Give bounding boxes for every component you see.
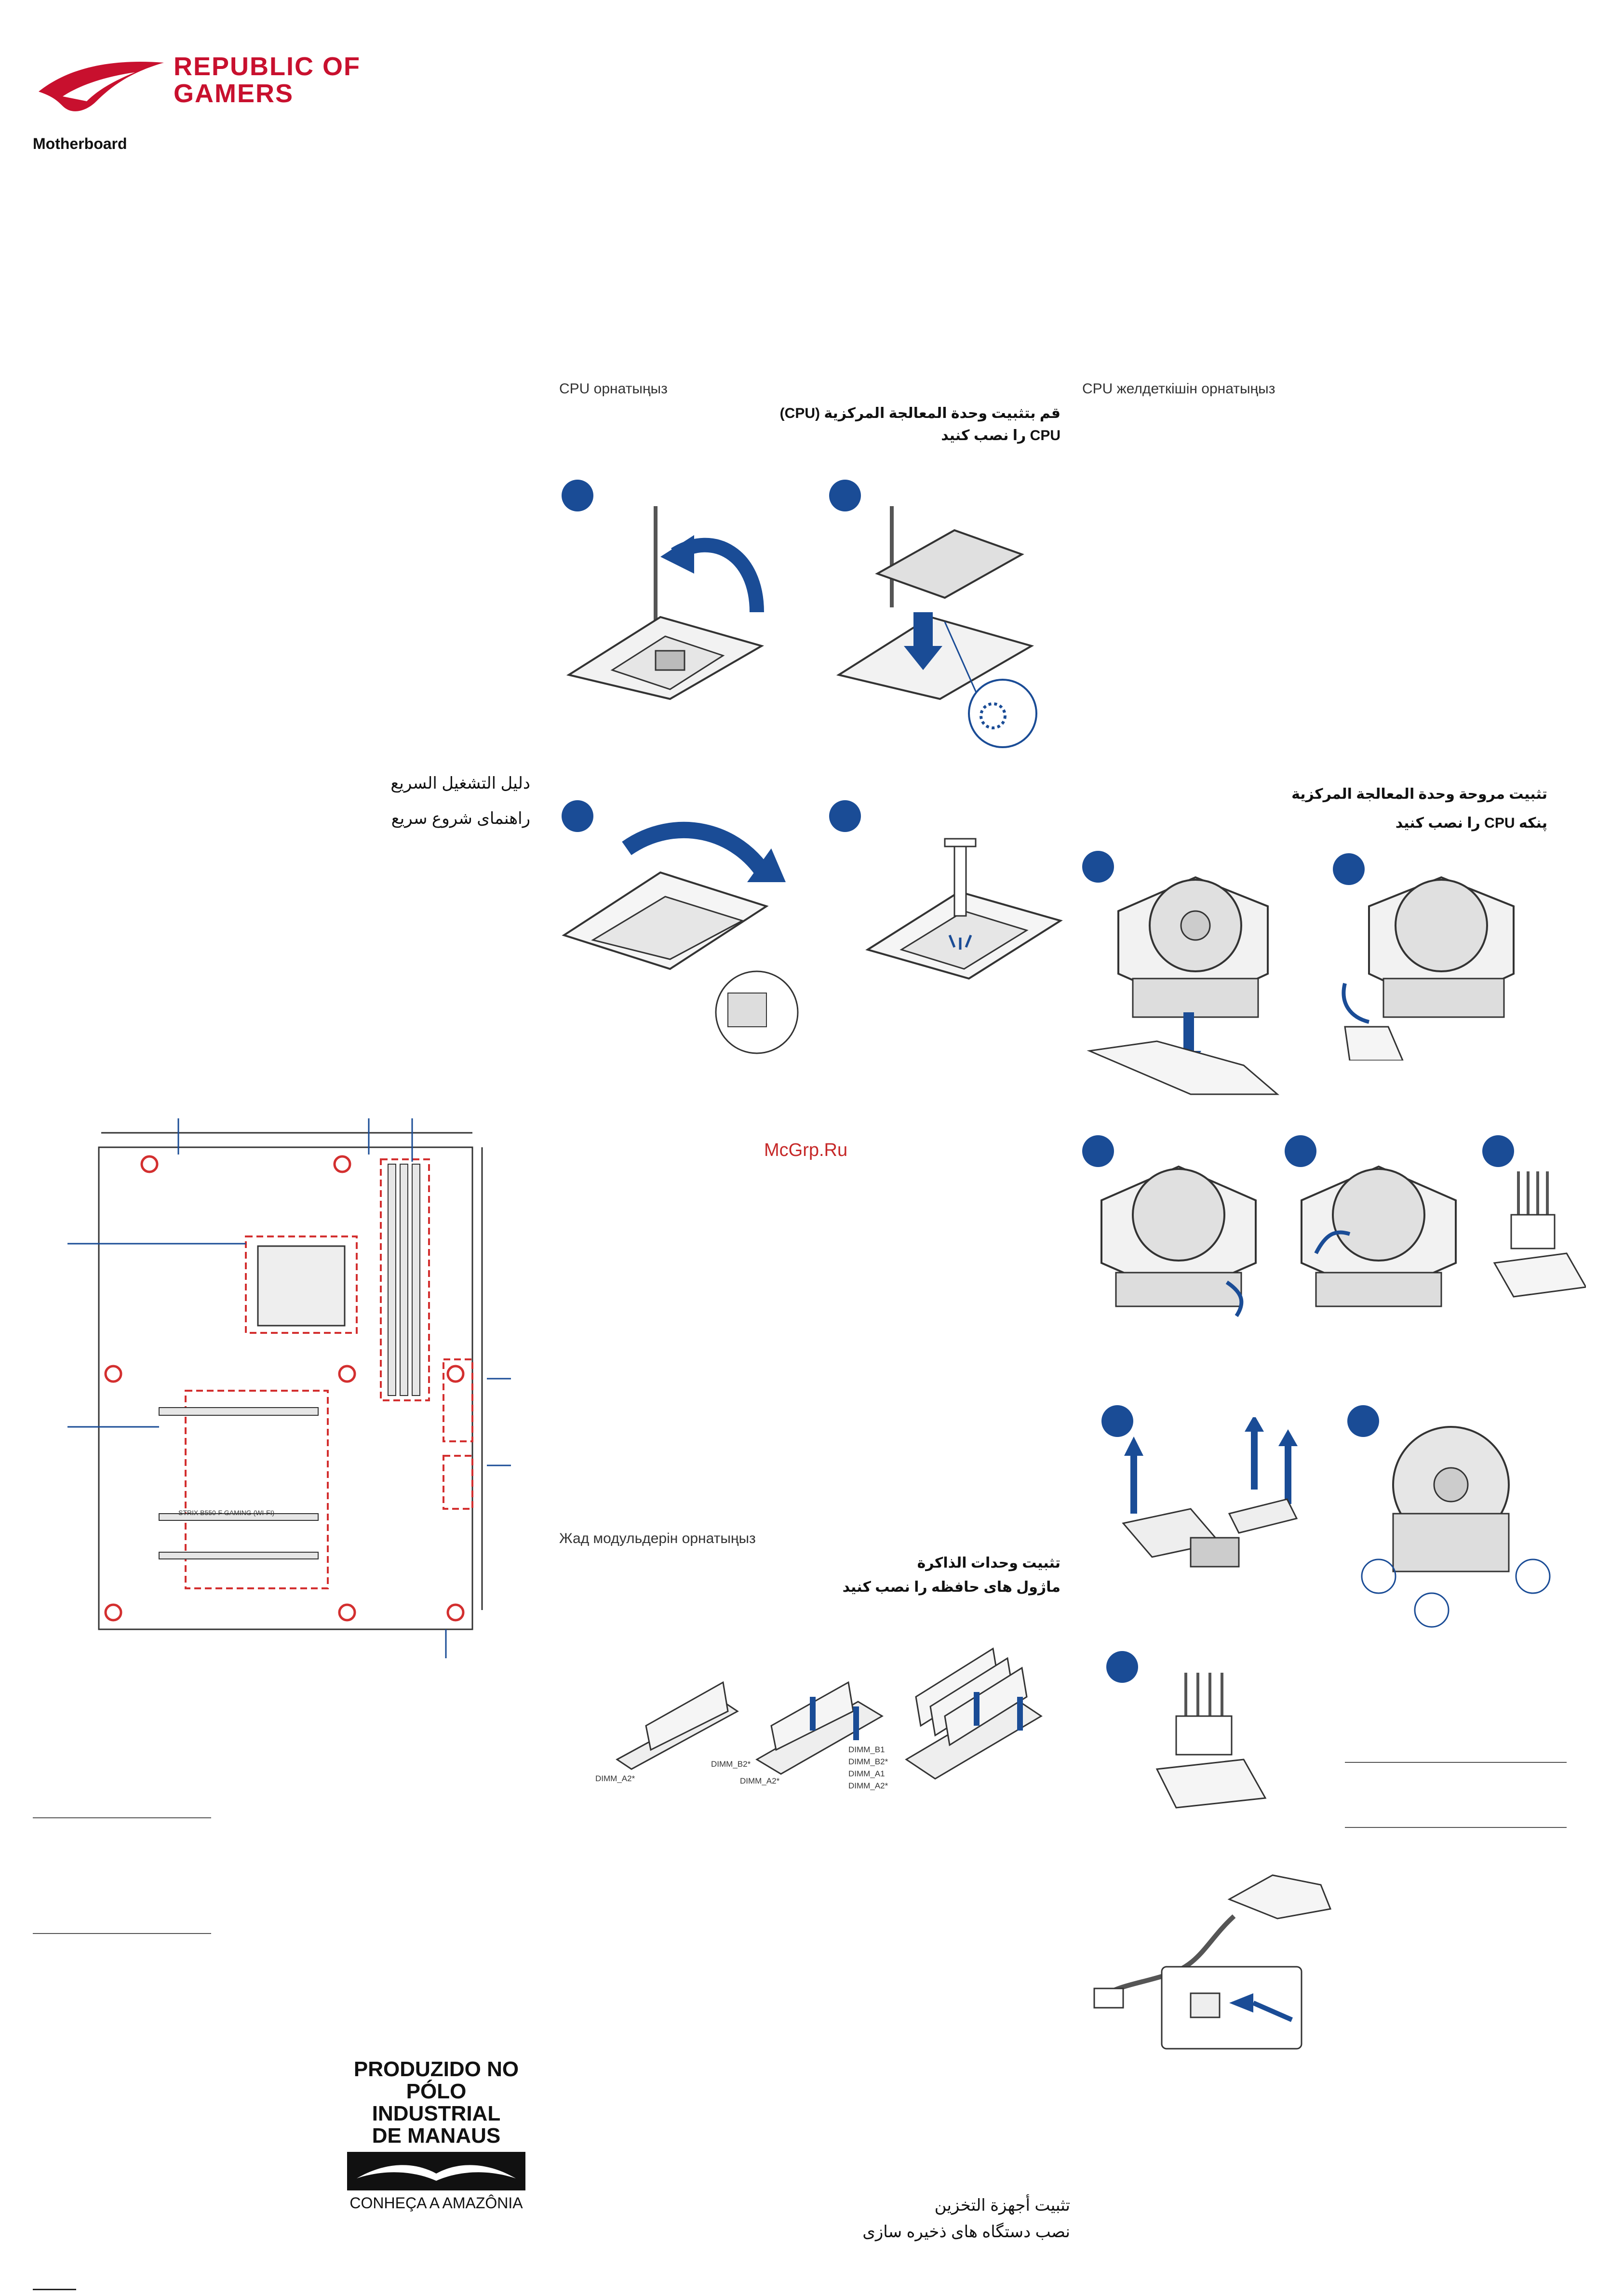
memory-title-ar: تثبيت وحدات الذاكرة bbox=[917, 1555, 1060, 1571]
fan-alt-connector-illustration bbox=[1152, 1663, 1268, 1827]
fan-lock-illustration bbox=[1082, 1157, 1275, 1340]
cover-title-ar: دليل التشغيل السريع bbox=[390, 774, 530, 792]
cpu-fan-title-kk: CPU желдеткішін орнатыңыз bbox=[1082, 381, 1275, 397]
dimm-label-b1-four: DIMM_B1 bbox=[848, 1745, 885, 1754]
dimm-label-a1-four: DIMM_A1 bbox=[848, 1769, 885, 1778]
fan-alt-step-2-marker bbox=[1347, 1405, 1379, 1437]
memory-title-kk: Жад модульдерін орнатыңыз bbox=[559, 1531, 756, 1546]
cpu-title-kk: CPU орнатыңыз bbox=[559, 381, 668, 397]
brand-name-line2: GAMERS bbox=[174, 79, 294, 108]
cpu-title-ar: قم بتثبيت وحدة المعالجة المركزية (CPU) bbox=[779, 405, 1060, 421]
dimm-four-module-illustration bbox=[901, 1610, 1051, 1784]
left-note-rule-1 bbox=[33, 1817, 211, 1818]
watermark: McGrp.Ru bbox=[764, 1140, 848, 1160]
dimm-one-module-illustration bbox=[607, 1653, 752, 1784]
cpu-socket-lever-illustration bbox=[554, 501, 776, 704]
product-type: Motherboard bbox=[33, 135, 127, 152]
manaus-line1: PRODUZIDO NO bbox=[353, 2057, 519, 2081]
brand-name-line1: REPUBLIC OF bbox=[174, 52, 361, 81]
memory-title-fa: ماژول های حافظه را نصب کنید bbox=[842, 1579, 1060, 1595]
sata-cable-illustration bbox=[1089, 1870, 1340, 2054]
cpu-step-1-marker bbox=[562, 480, 593, 511]
fan-step-5-marker bbox=[1482, 1135, 1514, 1167]
fan-header-connector-illustration bbox=[1490, 1162, 1587, 1335]
thermal-paste-illustration bbox=[858, 834, 1070, 1036]
left-note-rule-2 bbox=[33, 1933, 211, 1934]
storage-title-ar: تثبيت أجهزة التخزين bbox=[934, 2196, 1070, 2215]
footer-line-left bbox=[33, 2289, 76, 2290]
manaus-bird-band bbox=[347, 2152, 525, 2190]
fan-mount-illustration bbox=[1085, 868, 1292, 1118]
fan-alt-step-1-marker bbox=[1101, 1405, 1133, 1437]
cpu-fan-title-fa: پنکه CPU را نصب کنید bbox=[1395, 815, 1547, 831]
cpu-step-2-marker bbox=[829, 480, 861, 511]
fan-step-2-marker bbox=[1333, 853, 1365, 885]
note-rule-2 bbox=[1345, 1827, 1567, 1828]
cover-title-fa: راهنمای شروع سریع bbox=[391, 809, 530, 828]
fan-lever-illustration bbox=[1282, 1157, 1475, 1340]
cpu-fan-title-ar: تثبيت مروحة وحدة المعالجة المركزية bbox=[1291, 786, 1547, 802]
dimm-label-a2-two: DIMM_A2* bbox=[740, 1776, 780, 1786]
motherboard-layout-diagram bbox=[67, 1118, 511, 1658]
board-model-label: STRIX B550-F GAMING (WI-FI) bbox=[178, 1509, 275, 1517]
manaus-line3: DE MANAUS bbox=[372, 2124, 501, 2148]
manaus-line2: PÓLO INDUSTRIAL bbox=[372, 2080, 501, 2125]
cpu-insert-illustration bbox=[819, 501, 1080, 752]
dimm-two-module-illustration bbox=[752, 1639, 897, 1784]
fan-alt-install-illustration bbox=[1350, 1417, 1552, 1639]
note-rule-1 bbox=[1345, 1762, 1567, 1763]
cpu-step-4-marker bbox=[829, 800, 861, 832]
fan-step-1-marker bbox=[1082, 851, 1114, 883]
fan-alt-remove-illustration bbox=[1094, 1415, 1316, 1639]
manaus-badge: PRODUZIDO NO PÓLO INDUSTRIAL DE MANAUS C… bbox=[347, 2058, 525, 2212]
cpu-title-fa: CPU را نصب کنید bbox=[941, 428, 1060, 443]
fan-step-3-marker bbox=[1082, 1135, 1114, 1167]
dimm-label-b2-two: DIMM_B2* bbox=[711, 1759, 751, 1769]
manaus-footer: CONHEÇA A AMAZÔNIA bbox=[349, 2194, 523, 2212]
cpu-lid-close-illustration bbox=[554, 819, 805, 1061]
fan-step-4-marker bbox=[1285, 1135, 1316, 1167]
rog-eye-icon bbox=[34, 43, 169, 121]
cpu-step-3-marker bbox=[562, 800, 593, 832]
brand-name: REPUBLIC OF GAMERS bbox=[174, 53, 361, 107]
storage-title-fa: نصب دستگاه های ذخیره سازی bbox=[862, 2223, 1070, 2241]
dimm-label-b2-four: DIMM_B2* bbox=[848, 1757, 888, 1766]
fan-clip-illustration bbox=[1330, 868, 1533, 1061]
dimm-label-a2-one: DIMM_A2* bbox=[595, 1774, 635, 1783]
dimm-label-a2-four: DIMM_A2* bbox=[848, 1781, 888, 1790]
fan-alt-step-3-marker bbox=[1106, 1651, 1138, 1683]
